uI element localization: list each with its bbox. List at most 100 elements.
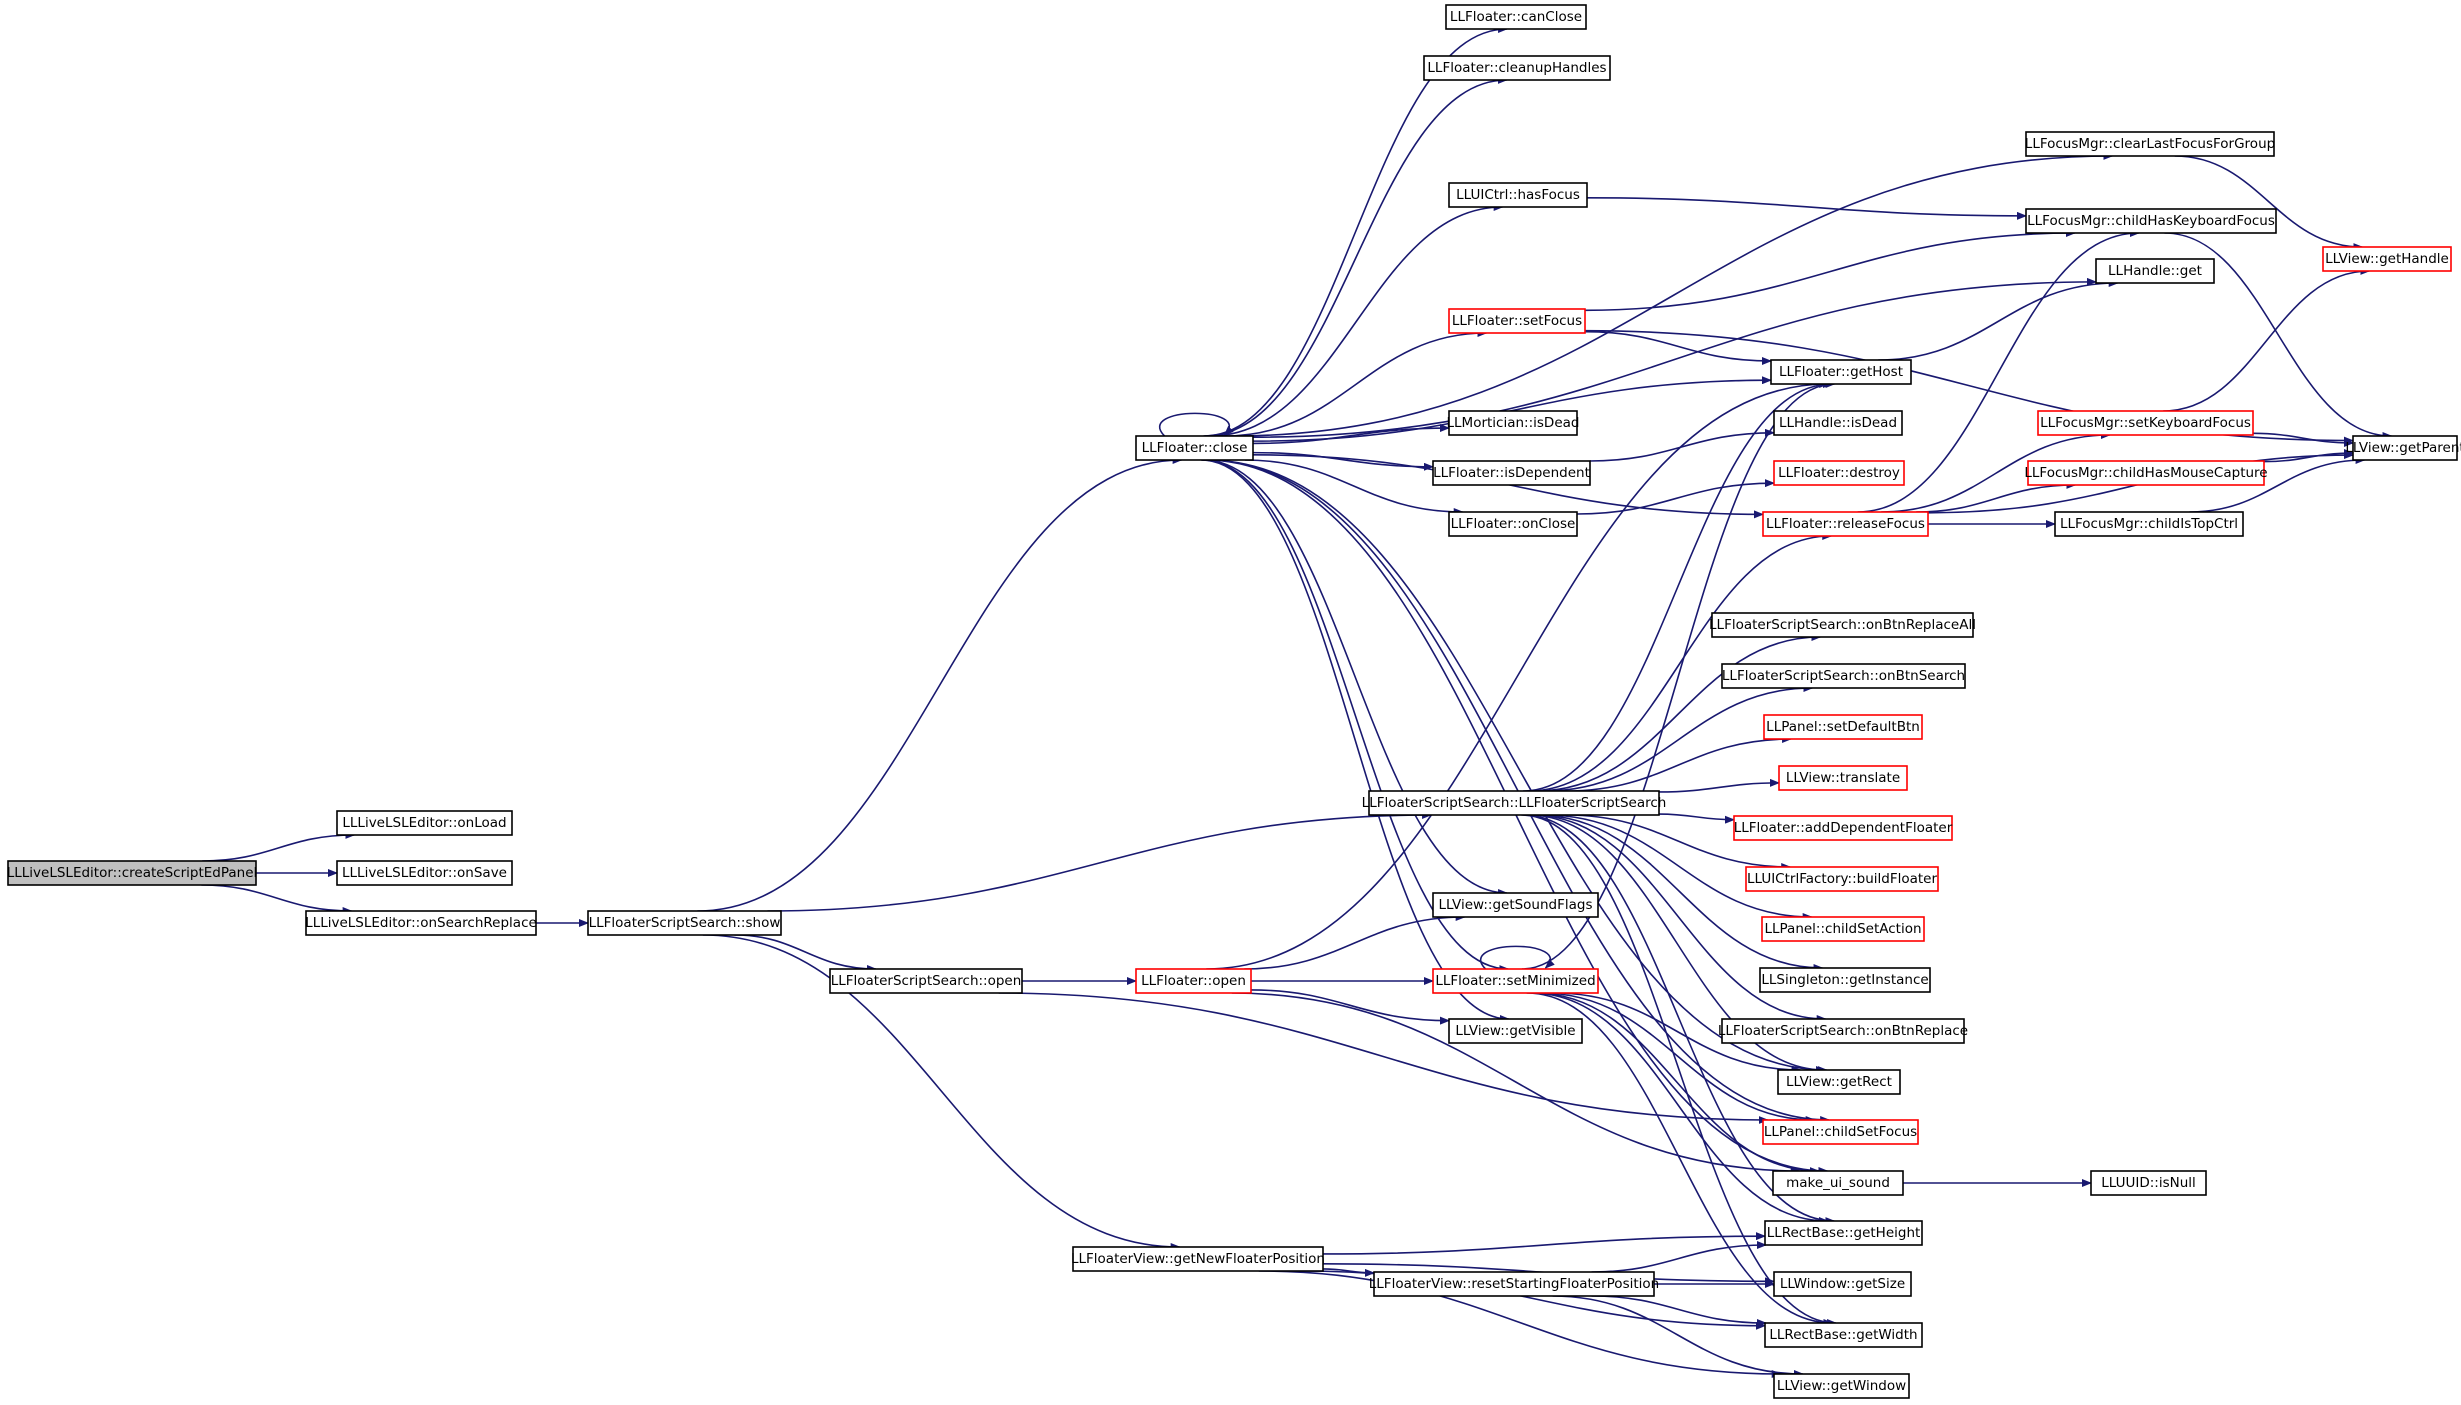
node-addDep[interactable]: LLFloater::addDependentFloater — [1733, 815, 1953, 841]
node-topCtrl[interactable]: LLFocusMgr::childIsTopCtrl — [2054, 511, 2244, 537]
edge-close-to-clearLast — [1232, 152, 2114, 437]
node-box — [1448, 1018, 1583, 1044]
node-label: LLWindow::getSize — [1780, 1276, 1905, 1292]
node-canClose[interactable]: LLFloater::canClose — [1445, 4, 1587, 30]
node-box — [2322, 246, 2452, 272]
node-uiSound[interactable]: make_ui_sound — [1772, 1170, 1904, 1196]
node-label: LLFloater::releaseFocus — [1766, 516, 1925, 532]
node-height[interactable]: LLRectBase::getHeight — [1764, 1220, 1923, 1246]
edge-close-to-cleanup — [1204, 76, 1508, 437]
node-label: LLView::getRect — [1786, 1074, 1892, 1090]
edge-close-to-visible — [1201, 459, 1510, 1023]
edge-fOpen-to-sound — [1244, 913, 1466, 970]
node-label: LLFloaterScriptSearch::LLFloaterScriptSe… — [1362, 795, 1667, 811]
node-label: LLFloaterView::resetStartingFloaterPosit… — [1369, 1276, 1659, 1292]
node-csFocus[interactable]: LLPanel::childSetFocus — [1762, 1119, 1919, 1145]
node-btnSearch[interactable]: LLFloaterScriptSearch::onBtnSearch — [1721, 663, 1966, 689]
node-getWin[interactable]: LLView::getWindow — [1773, 1373, 1910, 1399]
edge-setMin-to-getRect — [1553, 992, 1802, 1074]
node-label: LLFocusMgr::setKeyboardFocus — [2040, 415, 2251, 431]
node-close[interactable]: LLFloater::close — [1135, 435, 1254, 461]
node-hIsDead[interactable]: LLHandle::isDead — [1773, 410, 1903, 436]
node-cleanup[interactable]: LLFloater::cleanupHandles — [1423, 55, 1611, 81]
node-label: LLFloater::setFocus — [1452, 313, 1582, 329]
node-getHost[interactable]: LLFloater::getHost — [1770, 359, 1912, 385]
node-newPos[interactable]: LLFloaterView::getNewFloaterPosition — [1071, 1246, 1325, 1272]
node-visible[interactable]: LLView::getVisible — [1448, 1018, 1583, 1044]
node-clearLast[interactable]: LLFocusMgr::clearLastFocusForGroup — [2025, 131, 2275, 157]
node-label: LLUICtrl::hasFocus — [1456, 187, 1580, 203]
node-box — [1733, 815, 1953, 841]
node-box — [1423, 55, 1611, 81]
edge-setKB-to-vParent — [2252, 432, 2354, 447]
node-mIsDead[interactable]: LLMortician::isDead — [1447, 410, 1580, 436]
node-setKB[interactable]: LLFocusMgr::setKeyboardFocus — [2037, 410, 2254, 436]
node-box — [2054, 511, 2244, 537]
node-box — [1764, 1322, 1923, 1348]
node-label: LLHandle::isDead — [1779, 415, 1897, 431]
node-label: LLFocusMgr::childHasKeyboardFocus — [2027, 213, 2275, 229]
node-vParent[interactable]: LLView::getParent — [2345, 435, 2461, 461]
node-box — [1432, 892, 1599, 918]
node-relFocus[interactable]: LLFloater::releaseFocus — [1762, 511, 1929, 537]
node-destroy[interactable]: LLFloater::destroy — [1773, 460, 1905, 486]
node-hasFocus[interactable]: LLUICtrl::hasFocus — [1448, 182, 1588, 208]
node-box — [336, 860, 513, 886]
node-setDef[interactable]: LLPanel::setDefaultBtn — [1763, 714, 1923, 740]
edge-close-to-onClose — [1244, 459, 1464, 516]
node-onClose[interactable]: LLFloater::onClose — [1448, 511, 1578, 537]
edge-relFocus-to-childKB — [1857, 229, 2140, 513]
edge-ctor-to-addDep — [1658, 813, 1735, 824]
node-fOpen[interactable]: LLFloater::open — [1135, 968, 1252, 994]
node-box — [2025, 131, 2275, 157]
node-btnRepl[interactable]: LLFloaterScriptSearch::onBtnReplace — [1718, 1018, 1968, 1044]
node-getRect[interactable]: LLView::getRect — [1777, 1069, 1901, 1095]
edge-ctor-to-getRect — [1527, 814, 1827, 1074]
node-childKB[interactable]: LLFocusMgr::childHasKeyboardFocus — [2025, 208, 2277, 234]
node-csAction[interactable]: LLPanel::childSetAction — [1761, 916, 1925, 942]
node-onSave[interactable]: LLLiveLSLEditor::onSave — [336, 860, 513, 886]
node-vHandle[interactable]: LLView::getHandle — [2322, 246, 2452, 272]
node-setMin[interactable]: LLFloater::setMinimized — [1432, 968, 1599, 994]
node-width[interactable]: LLRectBase::getWidth — [1764, 1322, 1923, 1348]
node-resetPos[interactable]: LLFloaterView::resetStartingFloaterPosit… — [1369, 1271, 1659, 1297]
node-onSR[interactable]: LLLiveLSLEditor::onSearchReplace — [305, 910, 537, 936]
node-box — [1745, 866, 1939, 892]
node-ctor[interactable]: LLFloaterScriptSearch::LLFloaterScriptSe… — [1362, 790, 1667, 816]
node-replAll[interactable]: LLFloaterScriptSearch::onBtnReplaceAll — [1709, 612, 1976, 638]
node-show[interactable]: LLFloaterScriptSearch::show — [587, 910, 782, 936]
node-box — [1777, 1069, 1901, 1095]
node-isDep[interactable]: LLFloater::isDependent — [1432, 460, 1591, 486]
node-instance[interactable]: LLSingleton::getInstance — [1759, 967, 1931, 993]
edge-ctor-to-build — [1565, 814, 1792, 871]
node-label: LLFloater::setMinimized — [1435, 973, 1595, 989]
node-label: LLFloater::canClose — [1450, 9, 1582, 25]
node-translate[interactable]: LLView::translate — [1778, 765, 1908, 791]
edge-ctor-to-height — [1523, 814, 1836, 1225]
edge-relFocus-to-mouse — [1916, 481, 2077, 513]
edge-newPos-to-getWin — [1258, 1270, 1782, 1378]
node-box — [1773, 410, 1903, 436]
node-label: LLLiveLSLEditor::onSearchReplace — [305, 915, 537, 931]
node-build[interactable]: LLUICtrlFactory::buildFloater — [1745, 866, 1939, 892]
node-label: LLHandle::get — [2108, 263, 2202, 279]
node-fssOpen[interactable]: LLFloaterScriptSearch::open — [829, 968, 1023, 994]
edge-root-to-onSR — [201, 884, 353, 915]
node-box — [1759, 967, 1931, 993]
node-label: LLFloater::onClose — [1451, 516, 1576, 532]
node-onLoad[interactable]: LLLiveLSLEditor::onLoad — [336, 810, 513, 836]
node-hGet[interactable]: LLHandle::get — [2095, 258, 2215, 284]
node-label: LLView::getSoundFlags — [1438, 897, 1592, 913]
edge-close-to-setFocus — [1224, 329, 1488, 437]
node-box — [2090, 1170, 2207, 1196]
node-sound[interactable]: LLView::getSoundFlags — [1432, 892, 1599, 918]
node-winSize[interactable]: LLWindow::getSize — [1773, 1271, 1912, 1297]
node-label: make_ui_sound — [1786, 1175, 1890, 1191]
node-box — [1770, 359, 1912, 385]
node-box — [1072, 1246, 1324, 1272]
node-setFocus[interactable]: LLFloater::setFocus — [1448, 308, 1586, 334]
node-uuid[interactable]: LLUUID::isNull — [2090, 1170, 2207, 1196]
node-mouse[interactable]: LLFocusMgr::childHasMouseCapture — [2024, 460, 2268, 486]
edge-fssOpen-to-csFocus — [998, 992, 1769, 1124]
